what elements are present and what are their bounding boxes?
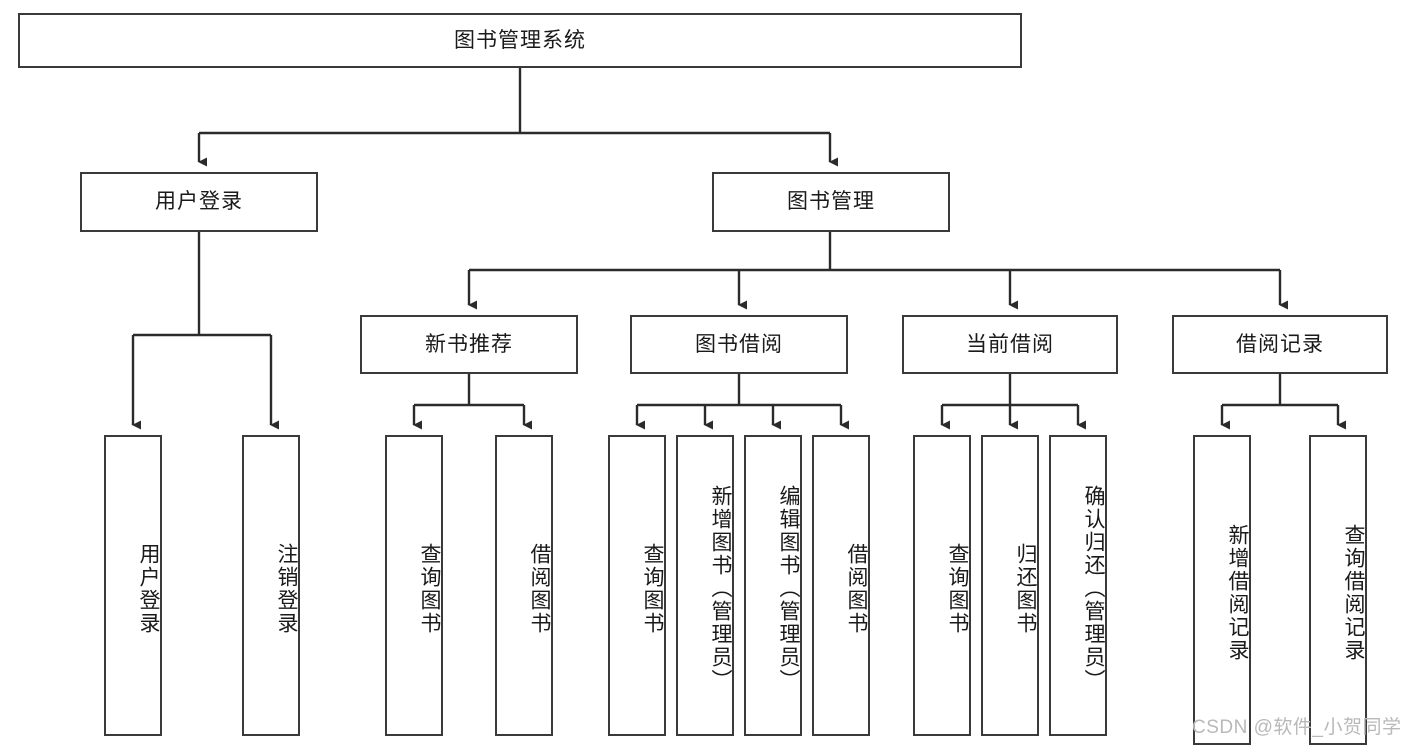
node-leaf-borrow-book[interactable]: 借阅图书 xyxy=(812,435,870,736)
node-leaf-confirm-return-admin[interactable]: 确认归还（管理员） xyxy=(1049,435,1107,736)
node-label: 借阅图书 xyxy=(528,542,551,635)
node-leaf-add-borrow-record[interactable]: 新增借阅记录 xyxy=(1193,435,1251,745)
node-label: 图书管理 xyxy=(787,190,875,214)
node-label: 借阅图书 xyxy=(845,542,868,635)
node-borrow-record[interactable]: 借阅记录 xyxy=(1172,315,1388,374)
node-label: 当前借阅 xyxy=(966,332,1054,356)
node-leaf-query-book-recommend[interactable]: 查询图书 xyxy=(385,435,443,736)
node-label: 图书管理系统 xyxy=(454,28,586,52)
node-leaf-user-login[interactable]: 用户登录 xyxy=(104,435,162,736)
node-leaf-query-borrow-record[interactable]: 查询借阅记录 xyxy=(1309,435,1367,745)
node-label: 新增借阅记录 xyxy=(1226,524,1249,662)
node-leaf-edit-book-admin[interactable]: 编辑图书（管理员） xyxy=(744,435,802,736)
node-label: 编辑图书（管理员） xyxy=(777,485,800,692)
node-label: 注销登录 xyxy=(275,542,298,635)
node-leaf-query-book-borrow[interactable]: 查询图书 xyxy=(608,435,666,736)
node-label: 查询图书 xyxy=(641,542,664,635)
node-leaf-add-book-admin[interactable]: 新增图书（管理员） xyxy=(676,435,734,736)
node-label: 用户登录 xyxy=(137,542,160,635)
node-label: 新书推荐 xyxy=(425,332,513,356)
node-label: 查询图书 xyxy=(418,542,441,635)
node-root-book-management-system[interactable]: 图书管理系统 xyxy=(18,13,1022,68)
node-leaf-return-book[interactable]: 归还图书 xyxy=(981,435,1039,736)
watermark-csdn: CSDN @软件_小贺同学 xyxy=(1192,717,1402,738)
node-leaf-borrow-book-recommend[interactable]: 借阅图书 xyxy=(495,435,553,736)
node-label: 用户登录 xyxy=(155,190,243,214)
node-label: 图书借阅 xyxy=(695,332,783,356)
node-label: 归还图书 xyxy=(1014,542,1037,635)
node-book-management[interactable]: 图书管理 xyxy=(712,172,950,232)
node-new-book-recommend[interactable]: 新书推荐 xyxy=(360,315,578,374)
node-label: 新增图书（管理员） xyxy=(709,485,732,692)
node-leaf-query-book-current[interactable]: 查询图书 xyxy=(913,435,971,736)
node-label: 借阅记录 xyxy=(1236,332,1324,356)
node-label: 查询图书 xyxy=(946,542,969,635)
node-current-borrow[interactable]: 当前借阅 xyxy=(902,315,1118,374)
node-user-login[interactable]: 用户登录 xyxy=(80,172,318,232)
node-label: 确认归还（管理员） xyxy=(1082,485,1105,692)
node-book-borrow[interactable]: 图书借阅 xyxy=(630,315,848,374)
node-leaf-logout[interactable]: 注销登录 xyxy=(242,435,300,736)
node-label: 查询借阅记录 xyxy=(1342,524,1365,662)
